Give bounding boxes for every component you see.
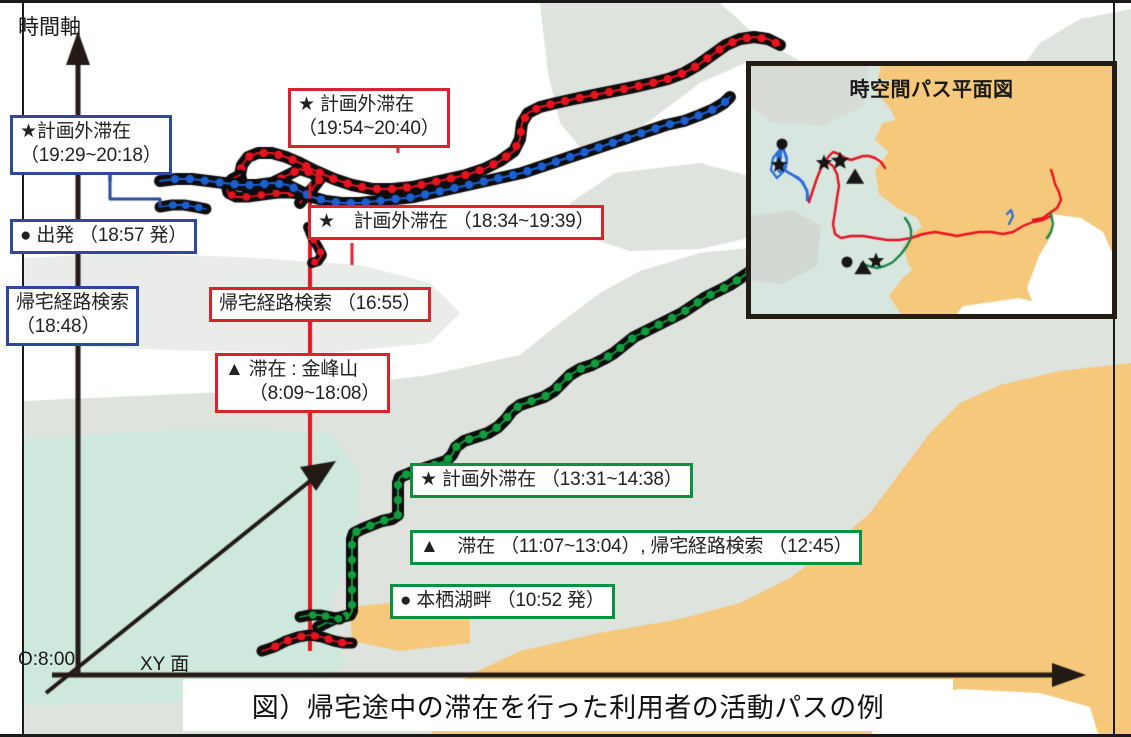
callout-unplanned-stay-1331[interactable]: ★ 計画外滞在 （13:31~14:38） [410,463,693,499]
callout-unplanned-stay-1954[interactable]: ★ 計画外滞在 （19:54~20:40） [288,88,450,148]
callout-line-2: （19:29~20:18） [20,145,162,167]
callout-line-1: ★ 計画外滞在 （18:34~19:39） [318,211,595,232]
callout-line-1: ▲ 滞在 : 金峰山 [225,359,358,380]
inset-map-canvas [751,66,1112,314]
callout-motosuko-1052[interactable]: ● 本栖湖畔 （10:52 発） [390,584,615,620]
callout-line-1: 帰宅経路検索 （16:55） [219,293,422,314]
left-edge-rule [22,3,24,734]
callout-route-search-1655[interactable]: 帰宅経路検索 （16:55） [209,287,432,323]
callout-line-1: ● 出発 （18:57 発） [20,225,188,246]
xy-plane-label: XY 面 [140,654,190,675]
callout-line-1: 帰宅経路検索 [16,292,129,313]
callout-line-2: （19:54~20:40） [298,118,440,140]
callout-line-1: ▲ 滞在 （11:07~13:04）, 帰宅経路検索 （12:45） [420,536,853,557]
origin-label: O:8:00 [18,649,76,670]
callout-route-search-1848[interactable]: 帰宅経路検索 （18:48） [6,286,139,346]
inset-plan-map[interactable]: 時空間パス平面図 [746,61,1117,319]
callout-stay-kinpusan[interactable]: ▲ 滞在 : 金峰山 （8:09~18:08） [215,353,391,413]
figure-caption: 図）帰宅途中の滞在を行った利用者の活動パスの例 [183,679,953,731]
callout-line-1: ● 本栖湖畔 （10:52 発） [400,590,605,611]
right-edge-rule [1113,3,1115,734]
callout-stay-1107-and-search-1245[interactable]: ▲ 滞在 （11:07~13:04）, 帰宅経路検索 （12:45） [410,530,863,566]
callout-unplanned-stay-1929[interactable]: ★計画外滞在 （19:29~20:18） [10,115,172,175]
callout-line-1: ★ 計画外滞在 [298,94,414,115]
callout-line-1: ★計画外滞在 [20,121,131,142]
callout-departure-1857[interactable]: ● 出発 （18:57 発） [10,219,198,255]
time-axis-label: 時間軸 [18,16,81,39]
callout-unplanned-stay-1834[interactable]: ★ 計画外滞在 （18:34~19:39） [308,205,605,241]
callout-line-2: （18:48） [16,316,101,338]
callout-line-1: ★ 計画外滞在 （13:31~14:38） [420,469,683,490]
callout-line-2: （8:09~18:08） [225,383,381,405]
